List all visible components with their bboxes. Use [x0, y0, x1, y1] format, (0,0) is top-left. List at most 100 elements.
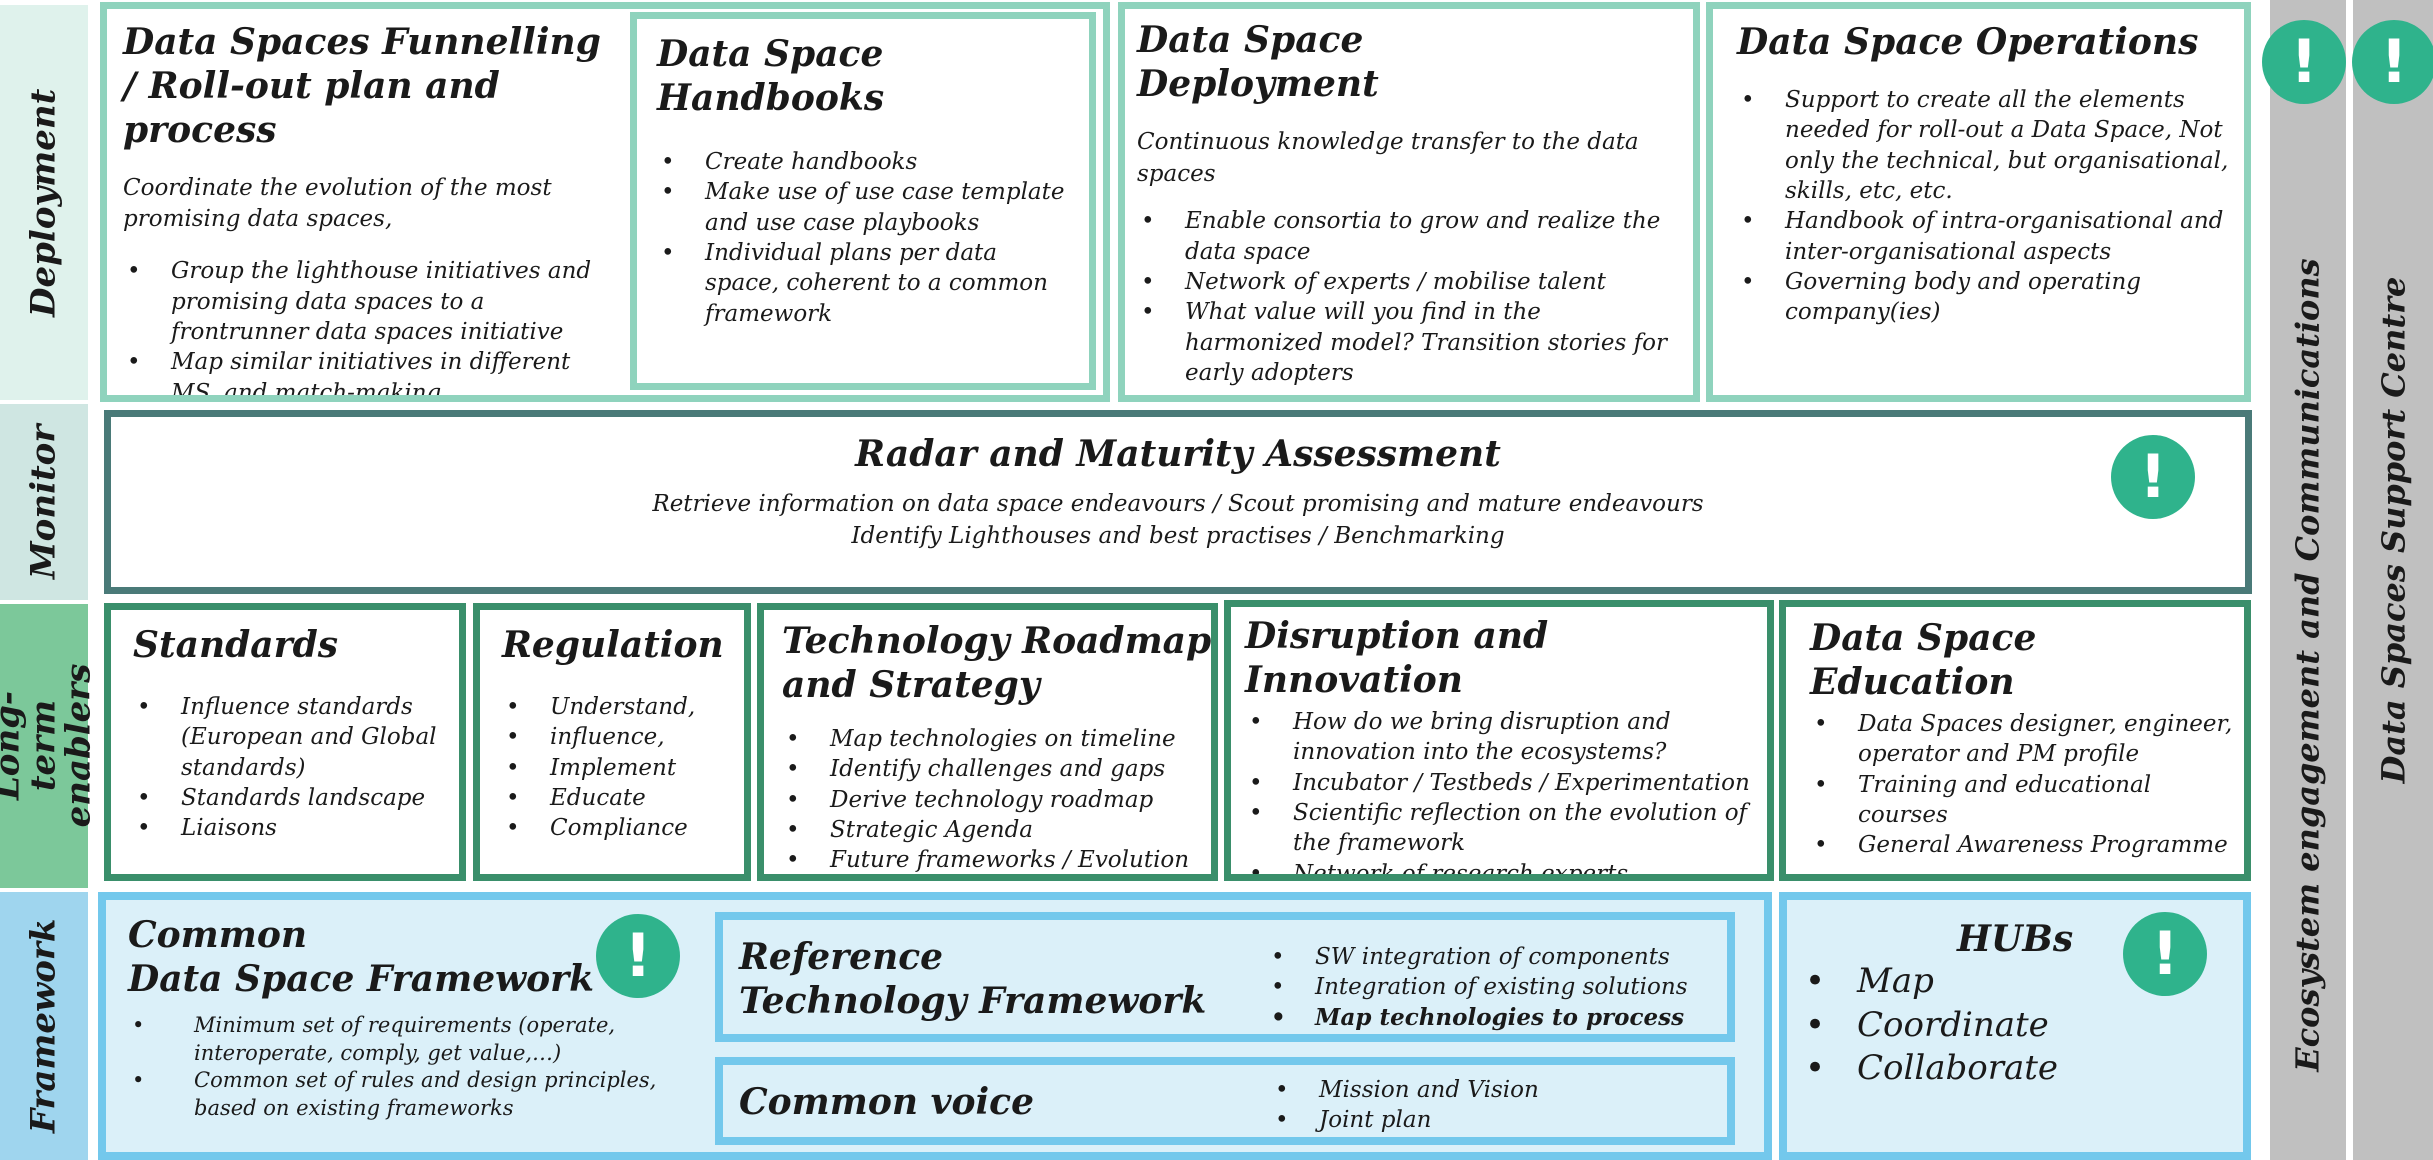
list-item: General Awareness Programme [1810, 830, 2244, 861]
exclamation-circle-icon: ! [2123, 912, 2207, 996]
list-item: Standards landscape [133, 783, 458, 814]
list-item: Common set of rules and design principle… [128, 1067, 688, 1122]
support-centre-label: Data Spaces Support Centre [2374, 276, 2413, 784]
hubs-bullets: Map Coordinate Collaborate [1801, 960, 2101, 1091]
list-item: Map [1801, 960, 2101, 1004]
row-label-monitor-text: Monitor [23, 424, 64, 580]
education-box: Data Space Education Data Spaces designe… [1779, 600, 2251, 881]
radar-line-2: Identify Lighthouses and best practises … [851, 523, 1505, 549]
disruption-bullets: How do we bring disruption and innovatio… [1245, 707, 1767, 874]
list-item: Compliance [502, 813, 744, 844]
handbooks-bullets: Create handbooks Make use of use case te… [657, 147, 1077, 329]
row-label-enablers: Long-term enablers [0, 604, 99, 888]
list-item: Derive technology roadmap [782, 785, 1211, 816]
exclamation-circle-icon: ! [596, 914, 680, 998]
hubs-box: HUBs Map Coordinate Collaborate ! [1779, 892, 2251, 1160]
list-item: Individual plans per data space, coheren… [657, 238, 1077, 329]
common-voice-title: Common voice [739, 1081, 1034, 1123]
techroadmap-title: Technology Roadmap and Strategy [782, 620, 1212, 706]
list-item: Collaborate [1801, 1047, 2101, 1091]
list-item: influence, [502, 722, 744, 753]
techroadmap-bullets: Map technologies on timeline Identify ch… [782, 724, 1211, 874]
list-item: Future frameworks / Evolution [782, 845, 1211, 874]
list-item: Implement [502, 753, 744, 784]
reference-framework-bullets: SW integration of components Integration… [1267, 942, 1717, 1033]
list-item: Joint plan [1271, 1105, 1691, 1136]
handbooks-box: Data Space Handbooks Create handbooks Ma… [630, 12, 1096, 390]
deployment-title: Data Space Deployment [1137, 19, 1379, 105]
list-item: Incubator / Testbeds / Experimentation [1245, 768, 1767, 799]
list-item: Minimum set of requirements (operate, in… [128, 1012, 688, 1067]
list-item: Integration of existing solutions [1267, 972, 1717, 1003]
list-item: Map technologies to process [1267, 1003, 1717, 1034]
deployment-box: Data Space Deployment Continuous knowled… [1118, 2, 1700, 402]
list-item: Identify challenges and gaps [782, 754, 1211, 785]
list-item: What value will you find in the harmoniz… [1137, 297, 1677, 388]
list-item: Handbook of intra-organisational and int… [1737, 206, 2237, 267]
exclamation-circle-icon: ! [2262, 20, 2346, 104]
radar-title: Radar and Maturity Assessment [855, 433, 1501, 475]
list-item: Data Spaces designer, engineer, operator… [1810, 709, 2244, 770]
regulation-box: Regulation Understand, influence, Implem… [473, 603, 751, 881]
exclamation-circle-icon: ! [2111, 435, 2195, 519]
regulation-title: Regulation [502, 624, 724, 666]
common-voice-bullets: Mission and Vision Joint plan [1271, 1075, 1691, 1136]
exclamation-circle-icon: ! [2352, 20, 2433, 104]
list-item: Governing body and operating company(ies… [1737, 267, 2237, 328]
operations-bullets: Support to create all the elements neede… [1737, 85, 2237, 328]
common-framework-bullets: Minimum set of requirements (operate, in… [128, 1012, 688, 1123]
deployment-bullets: Enable consortia to grow and realize the… [1137, 206, 1677, 388]
list-item: Liaisons [133, 813, 458, 844]
list-item: SW integration of components [1267, 942, 1717, 973]
list-item: Understand, [502, 692, 744, 723]
list-item: Create handbooks [657, 147, 1077, 178]
ecosystem-engagement-label: Ecosystem engagement and Communications [2289, 258, 2327, 1072]
list-item: Network of research experts [1245, 859, 1767, 874]
deployment-description: Continuous knowledge transfer to the dat… [1137, 128, 1639, 187]
operations-box: Data Space Operations Support to create … [1706, 2, 2251, 402]
regulation-bullets: Understand, influence, Implement Educate… [502, 692, 744, 844]
list-item: Scientific reflection on the evolution o… [1245, 798, 1767, 859]
list-item: Map similar initiatives in different MS,… [123, 347, 623, 395]
list-item: Strategic Agenda [782, 815, 1211, 846]
row-label-deployment-text: Deployment [23, 88, 64, 317]
funnelling-description: Coordinate the evolution of the most pro… [123, 174, 552, 233]
list-item: Network of experts / mobilise talent [1137, 267, 1677, 298]
list-item: Make use of use case template and use ca… [657, 177, 1077, 238]
row-label-monitor: Monitor [0, 404, 88, 600]
list-item: Support to create all the elements neede… [1737, 85, 2237, 206]
common-voice-box: Common voice Mission and Vision Joint pl… [715, 1057, 1735, 1145]
radar-box: Radar and Maturity Assessment Retrieve i… [104, 410, 2252, 594]
reference-framework-title-2: Technology Framework [739, 979, 1207, 1022]
disruption-title: Disruption and Innovation [1245, 615, 1549, 701]
reference-framework-title-1: Reference [739, 936, 944, 978]
list-item: Educate [502, 783, 744, 814]
reference-framework-box: Reference Technology Framework SW integr… [715, 912, 1735, 1042]
row-label-framework: Framework [0, 892, 88, 1160]
list-item: Map technologies on timeline [782, 724, 1211, 755]
list-item: Enable consortia to grow and realize the… [1137, 206, 1677, 267]
common-framework-title-1: Common [128, 914, 308, 956]
list-item: Group the lighthouse initiatives and pro… [123, 256, 623, 347]
list-item: Influence standards (European and Global… [133, 692, 458, 783]
row-label-framework-text: Framework [23, 918, 64, 1134]
operations-title: Data Space Operations [1737, 21, 2199, 63]
ecosystem-engagement-bar: Ecosystem engagement and Communications [2270, 0, 2346, 1160]
list-item: Coordinate [1801, 1004, 2101, 1048]
education-title: Data Space Education [1810, 617, 2037, 703]
row-label-enablers-text: Long-term enablers [0, 664, 99, 828]
handbooks-title: Data Space Handbooks [657, 33, 885, 119]
common-framework-title-2: Data Space Framework [128, 957, 595, 1000]
disruption-box: Disruption and Innovation How do we brin… [1224, 600, 1774, 881]
standards-title: Standards [133, 624, 339, 666]
standards-bullets: Influence standards (European and Global… [133, 692, 458, 844]
list-item: Mission and Vision [1271, 1075, 1691, 1106]
funnelling-title: Data Spaces Funnelling / Roll-out plan a… [123, 21, 601, 151]
hubs-title: HUBs [1957, 918, 2074, 960]
support-centre-bar: Data Spaces Support Centre [2353, 0, 2433, 1160]
list-item: Training and educational courses [1810, 770, 2244, 831]
education-bullets: Data Spaces designer, engineer, operator… [1810, 709, 2244, 861]
row-label-deployment: Deployment [0, 5, 88, 400]
list-item: How do we bring disruption and innovatio… [1245, 707, 1767, 768]
techroadmap-box: Technology Roadmap and Strategy Map tech… [757, 603, 1218, 881]
